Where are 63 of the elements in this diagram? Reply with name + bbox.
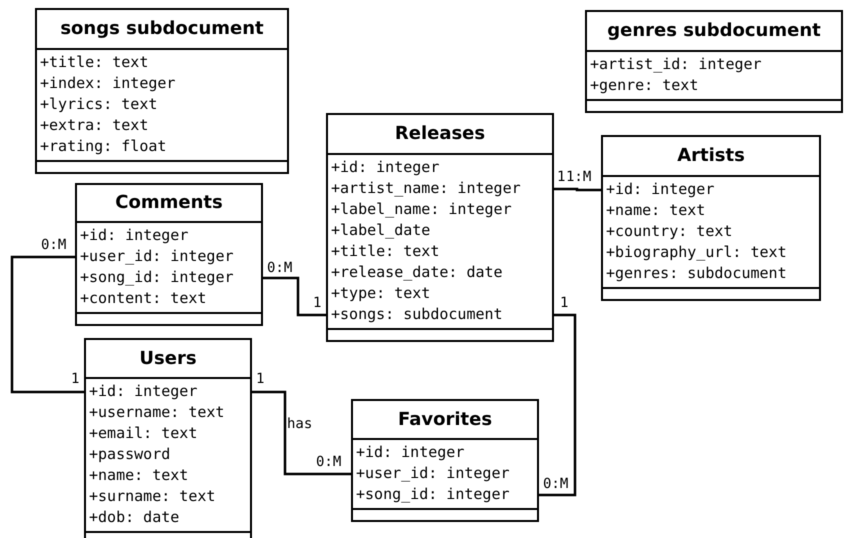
multiplicity-label: 1 xyxy=(560,295,568,311)
class-box xyxy=(601,135,821,301)
attribute-text: +country: text xyxy=(606,221,732,242)
attribute-text: +dob: date xyxy=(89,507,180,528)
class-name: Favorites xyxy=(398,408,492,432)
attribute-text: +biography_url: text xyxy=(606,242,787,263)
attribute-text: +id: integer xyxy=(606,179,714,200)
multiplicity-label: 1 xyxy=(313,295,322,311)
class-box xyxy=(326,113,554,342)
connector-line xyxy=(10,256,85,394)
class-name: Users xyxy=(139,347,197,371)
attribute-text: +email: text xyxy=(89,423,198,444)
attribute-text: +content: text xyxy=(80,288,206,309)
attribute-text: +title: text xyxy=(331,241,440,262)
attribute-text: +lyrics: text xyxy=(40,94,158,115)
attribute-text: +genre: text xyxy=(590,75,698,96)
attribute-text: +song_id: integer xyxy=(80,267,234,288)
attribute-text: +id: integer xyxy=(89,381,198,402)
class-box xyxy=(75,183,263,326)
attribute-text: +username: text xyxy=(89,402,224,423)
attribute-text: +name: text xyxy=(89,465,188,486)
class-name: songs subdocument xyxy=(60,17,264,41)
attribute-text: +genres: subdocument xyxy=(606,263,787,284)
attribute-text: +surname: text xyxy=(89,486,216,507)
attribute-text: +id: integer xyxy=(80,225,188,246)
connector-line xyxy=(538,314,576,496)
attribute-text: +rating: float xyxy=(40,136,166,157)
attribute-text: +user_id: integer xyxy=(356,463,510,484)
attribute-text: +title: text xyxy=(40,52,148,73)
attribute-text: +user_id: integer xyxy=(80,246,234,267)
connector-line xyxy=(251,390,352,476)
class-name: genres subdocument xyxy=(607,19,821,43)
attribute-text: +name: text xyxy=(606,200,706,221)
multiplicity-label: 0:M xyxy=(267,260,292,276)
attribute-text: +label_name: integer xyxy=(331,199,512,220)
multiplicity-label: 0:M xyxy=(41,237,66,253)
attribute-text: +id: integer xyxy=(356,442,464,463)
attribute-text: +release_date: date xyxy=(331,262,503,283)
class-box xyxy=(84,338,252,538)
attribute-text: +extra: text xyxy=(40,115,148,136)
multiplicity-label: 1:M xyxy=(566,169,592,185)
attribute-text: +index: integer xyxy=(40,73,176,94)
multiplicity-label: 1 xyxy=(557,169,566,185)
class-box xyxy=(585,10,843,113)
multiplicity-label: 1 xyxy=(256,371,264,387)
multiplicity-label: 0:M xyxy=(543,476,568,492)
class-name: Artists xyxy=(677,144,745,168)
class-box xyxy=(35,8,289,174)
connector-line xyxy=(553,188,602,192)
class-name: Releases xyxy=(394,122,486,146)
attribute-text: +id: integer xyxy=(331,157,440,178)
multiplicity-label: 0:M xyxy=(316,454,342,470)
attribute-text: +artist_id: integer xyxy=(590,54,762,75)
attribute-text: +song_id: integer xyxy=(356,484,510,505)
attribute-text: +artist_name: integer xyxy=(331,178,521,199)
attribute-text: +songs: subdocument xyxy=(331,304,503,325)
class-name: Comments xyxy=(115,191,223,215)
connector-line xyxy=(262,276,327,316)
attribute-text: +password xyxy=(89,444,170,465)
attribute-text: +label_date xyxy=(331,220,430,241)
class-box xyxy=(351,399,539,522)
multiplicity-label: 1 xyxy=(71,371,80,387)
attribute-text: +type: text xyxy=(331,283,430,304)
